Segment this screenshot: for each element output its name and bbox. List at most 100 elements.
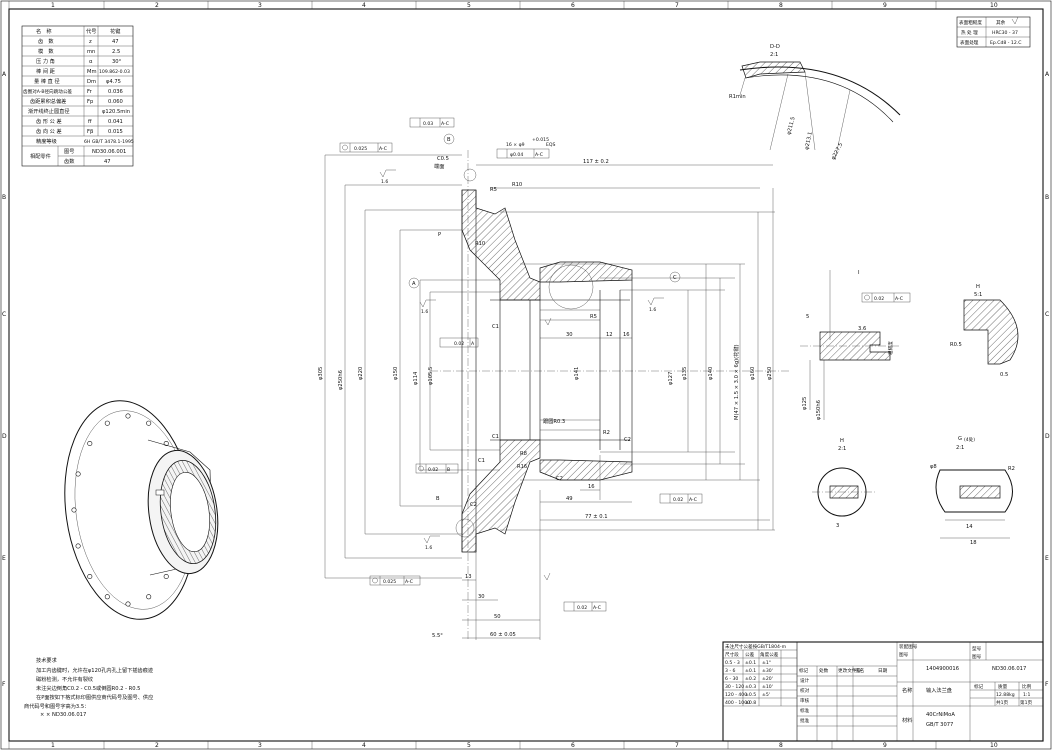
svg-text:±0.2: ±0.2: [745, 676, 756, 682]
col-label: 1: [51, 2, 55, 9]
col-label: 5: [467, 2, 471, 9]
svg-text:±30': ±30': [762, 668, 773, 674]
svg-text:φ213.1: φ213.1: [804, 131, 814, 150]
col-label: 8: [779, 2, 783, 9]
svg-text:尺寸段: 尺寸段: [725, 651, 739, 658]
param-symbol: mn: [87, 49, 95, 55]
svg-text:型号: 型号: [972, 645, 982, 652]
row-labels-left: A B C D E F: [2, 71, 7, 688]
column-labels-bottom: 1 2 3 4 5 6 7 8 9 10: [51, 742, 998, 749]
svg-text:φ211.5: φ211.5: [786, 116, 797, 135]
dim-text: φ250h6: [338, 370, 344, 390]
svg-text:图号: 图号: [899, 652, 909, 658]
mating-pn: ND30.06.001: [92, 149, 126, 155]
chamfer-label: C2: [556, 476, 563, 482]
svg-text:签名: 签名: [855, 667, 864, 674]
svg-text:日期: 日期: [878, 668, 888, 674]
param-name: 齿圈对A-B径向跳动公差: [23, 88, 72, 95]
fcf-flatness-top: 0.03 A-C: [409, 117, 455, 128]
svg-text:表面处理: 表面处理: [960, 39, 979, 46]
col-label: 3: [258, 2, 262, 9]
bolt-hole: [125, 601, 131, 607]
param-symbol: Fp: [87, 99, 94, 105]
bolt-hole: [87, 573, 93, 579]
svg-text:0.02: 0.02: [577, 605, 587, 611]
svg-text:热 处 理: 热 处 理: [961, 29, 978, 36]
svg-text:G: G: [958, 436, 962, 442]
bolt-hole: [104, 420, 110, 426]
note-line: 商代码号和图号字高为3.5：: [24, 702, 89, 710]
svg-text:0.5 - 3: 0.5 - 3: [725, 660, 740, 666]
col-label: 9: [883, 2, 887, 9]
row-label: E: [1045, 555, 1049, 562]
mating-pn-label: 图号: [64, 148, 74, 155]
col-label: 6: [571, 742, 575, 749]
svg-text:A-C: A-C: [689, 497, 697, 503]
svg-text:R1min: R1min: [729, 94, 746, 100]
param-name: 量 棒 直 径: [34, 77, 60, 85]
svg-text:+0.015: +0.015: [532, 137, 549, 143]
row-label: B: [1045, 194, 1049, 201]
row-label: D: [1045, 433, 1050, 440]
svg-text:标准: 标准: [800, 707, 810, 714]
svg-text:角度公差: 角度公差: [760, 651, 779, 658]
bolt-hole: [75, 471, 81, 477]
param-symbol: Mm: [87, 69, 97, 75]
svg-text:φ8: φ8: [930, 464, 937, 470]
param-value: 0.015: [108, 129, 123, 135]
svg-text:18: 18: [970, 540, 977, 546]
svg-text:0.5: 0.5: [1000, 372, 1008, 378]
detail-G: G (4处) 2:1 φ8 R2 14 18: [930, 436, 1015, 546]
param-name: 渐开线终止圆直径: [28, 107, 70, 115]
svg-text:1:1: 1:1: [1023, 692, 1030, 698]
param-symbol: Fβ: [87, 129, 93, 135]
note-line: × × ND30.06.017: [40, 712, 86, 718]
param-name: 精度等级: [36, 137, 57, 145]
svg-text:A-C: A-C: [379, 146, 387, 152]
technical-notes: 技术要求 加工内齿键时，允许在φ120孔内孔上留下插齿痕迹 磁粉检测，不允许有裂…: [24, 656, 153, 718]
col-label: 2: [155, 2, 159, 9]
svg-text:更改文件号: 更改文件号: [838, 667, 861, 674]
angle-label: 5.5°: [432, 633, 443, 639]
radius-label: R5: [490, 187, 497, 193]
col-label: 6: [571, 2, 575, 9]
svg-text:A-C: A-C: [441, 121, 449, 127]
col-label: 9: [883, 742, 887, 749]
parameter-table: 名 称 代号 花键 齿 数 z 47 模 数 mn 2.5 压 力 角 α 30…: [21, 25, 134, 167]
fcf-spline-holes: 16 × φ9 +0.015 EQS φ0.04 A-C: [496, 137, 556, 159]
svg-text:A: A: [471, 341, 475, 347]
dim-text: 16: [623, 332, 630, 338]
dim-text: 77 ± 0.1: [585, 514, 608, 520]
dim-text: φ135: [682, 367, 688, 380]
dim-text: φ114: [413, 371, 419, 385]
param-name: 压 力 角: [36, 57, 55, 65]
svg-text:图号: 图号: [972, 654, 982, 660]
svg-text:12.88kg: 12.88kg: [996, 692, 1015, 698]
col-label: 7: [675, 742, 679, 749]
svg-text:其余: 其余: [996, 19, 1006, 26]
svg-text:审核: 审核: [800, 697, 810, 704]
note-line: 加工内齿键时，允许在φ120孔内孔上留下插齿痕迹: [36, 666, 153, 674]
fcf-position-mid: 0.02 B: [415, 463, 459, 474]
svg-text:±0.3: ±0.3: [745, 684, 756, 690]
chamfer-label: C2: [470, 502, 477, 508]
chamfer-label: C1: [478, 458, 485, 464]
bolt-hole: [163, 573, 169, 579]
row-label: B: [2, 194, 6, 201]
svg-text:±0.5: ±0.5: [745, 692, 756, 698]
svg-text:B: B: [447, 467, 450, 473]
svg-text:1404900016: 1404900016: [926, 666, 959, 672]
col-label: 4: [362, 742, 366, 749]
datum-label: B: [447, 137, 451, 143]
note-line: 在P面按如下格式标印图供应商代码号及图号、供应: [36, 693, 153, 701]
svg-text:共1页: 共1页: [996, 699, 1009, 706]
svg-text:2:1: 2:1: [956, 445, 964, 451]
row-label: C: [1045, 311, 1049, 318]
dim-text: φ250: [767, 367, 773, 380]
radius-label: R8: [520, 451, 527, 457]
param-name: 模 数: [38, 47, 54, 55]
svg-text:比例: 比例: [1022, 683, 1032, 690]
svg-text:14: 14: [966, 524, 973, 530]
svg-text:±20': ±20': [762, 676, 773, 682]
